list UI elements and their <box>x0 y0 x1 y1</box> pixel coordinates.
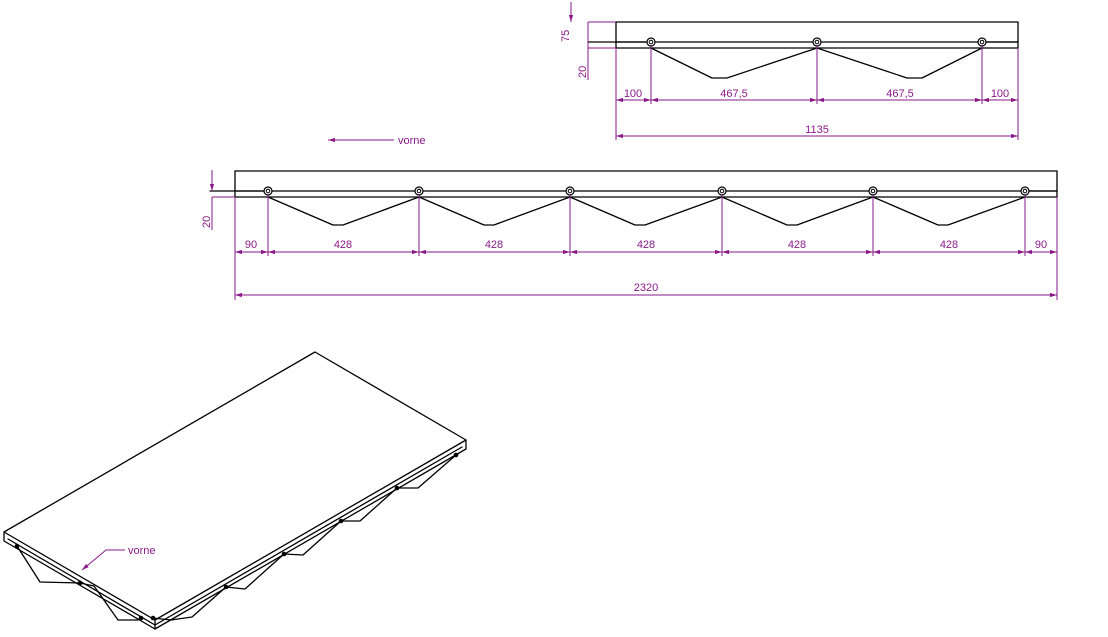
side-view-mounting-holes <box>646 37 987 47</box>
side-view: 75 20 100 467,5 467,5 100 1135 <box>560 2 1019 140</box>
mounting-hole <box>868 186 878 196</box>
front-spacing-label: 90 <box>1035 239 1047 251</box>
front-spacing-label: 428 <box>940 239 958 251</box>
mounting-hole <box>717 186 727 196</box>
mounting-hole <box>812 37 822 47</box>
side-spacing-label: 467,5 <box>720 88 748 100</box>
side-height-total-label: 75 <box>560 30 572 42</box>
mounting-hole <box>394 485 400 491</box>
front-spacing-label: 90 <box>245 239 257 251</box>
mounting-hole <box>338 518 344 524</box>
isometric-direction-label: vorne <box>128 545 156 557</box>
mounting-hole <box>414 186 424 196</box>
front-height-label: 20 <box>201 216 213 228</box>
front-view-body <box>209 170 1058 226</box>
mounting-hole <box>565 186 575 196</box>
mounting-hole <box>77 580 83 586</box>
front-spacing-label: 428 <box>485 239 503 251</box>
front-view-dimensions: 20 90 428 428 428 428 428 90 <box>201 170 1058 300</box>
mounting-hole <box>453 452 459 458</box>
side-view-dimensions: 75 20 100 467,5 467,5 100 1135 <box>560 2 1019 140</box>
mounting-hole <box>263 186 273 196</box>
side-overall-label: 1135 <box>805 124 829 136</box>
isometric-view: vorne <box>3 351 467 630</box>
side-spacing-label: 100 <box>991 88 1009 100</box>
side-view-body <box>587 21 1019 79</box>
mounting-hole <box>14 543 20 549</box>
isometric-direction-indicator: vorne <box>81 545 156 571</box>
front-spacing-label: 428 <box>788 239 806 251</box>
mounting-hole <box>223 584 229 590</box>
side-height-bottom-label: 20 <box>577 66 589 78</box>
direction-indicator: vorne <box>328 135 426 147</box>
side-spacing-label: 467,5 <box>886 88 914 100</box>
mounting-hole <box>150 615 156 621</box>
mounting-hole <box>138 615 144 621</box>
mounting-hole <box>281 551 287 557</box>
mounting-hole <box>646 37 656 47</box>
isometric-panel <box>3 351 467 630</box>
mounting-hole <box>977 37 987 47</box>
direction-label: vorne <box>398 135 426 147</box>
side-spacing-label: 100 <box>624 88 642 100</box>
front-spacing-label: 428 <box>334 239 352 251</box>
isometric-mounting-holes <box>14 452 459 621</box>
front-spacing-label: 428 <box>637 239 655 251</box>
front-overall-label: 2320 <box>634 282 658 294</box>
mounting-hole <box>1020 186 1030 196</box>
front-view: 20 90 428 428 428 428 428 90 <box>201 170 1058 300</box>
